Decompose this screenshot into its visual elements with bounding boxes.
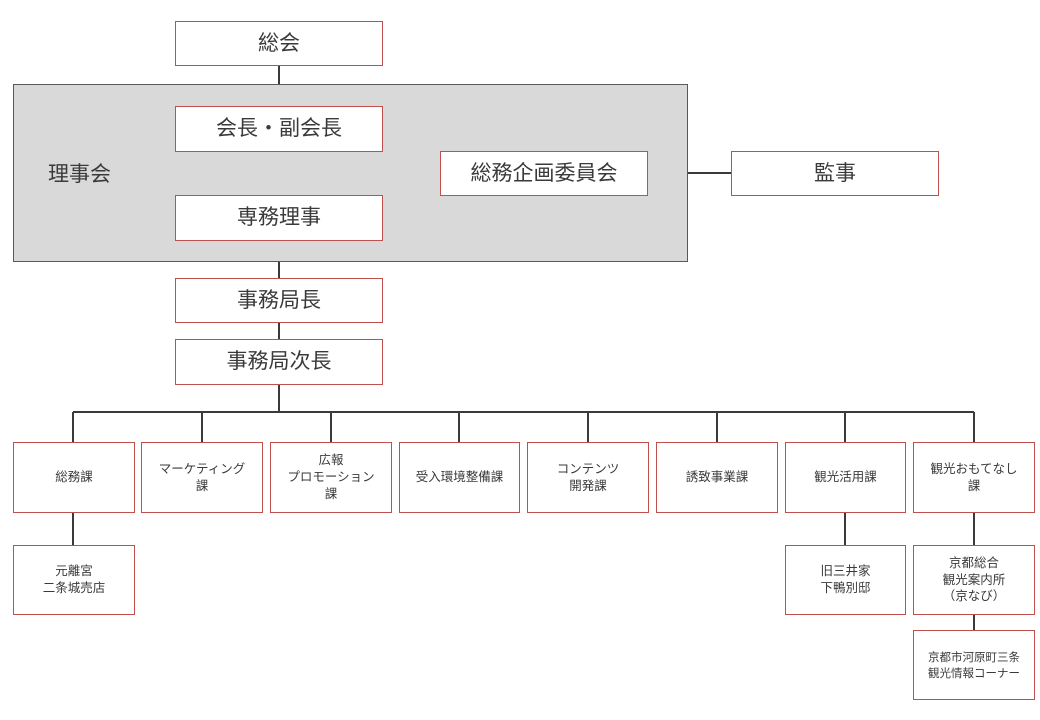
executive-director-label: 専務理事 — [237, 205, 321, 230]
contents-development-box: コンテンツ 開発課 — [527, 442, 649, 513]
hospitality-label: 観光おもてなし 課 — [930, 460, 1018, 493]
deputy-secretary-general-box: 事務局次長 — [175, 339, 383, 385]
pr-label: 広報 プロモーション 課 — [287, 452, 375, 501]
kawaramachi-corner-label: 京都市河原町三条 観光情報コーナー — [928, 649, 1020, 680]
planning-committee-box: 総務企画委員会 — [440, 151, 648, 196]
chair-box: 会長・副会長 — [175, 106, 383, 152]
nijo-castle-shop-label: 元離宮 二条城売店 — [42, 563, 106, 595]
general-affairs-box: 総務課 — [13, 442, 135, 513]
deputy-secretary-general-label: 事務局次長 — [226, 349, 332, 374]
marketing-label: マーケティング 課 — [158, 460, 246, 493]
board-of-directors-label: 理事会 — [48, 162, 111, 186]
contents-development-label: コンテンツ 開発課 — [556, 460, 620, 493]
nijo-castle-shop-box: 元離宮 二条城売店 — [13, 545, 135, 615]
secretary-general-label: 事務局長 — [237, 287, 321, 312]
invitation-label: 誘致事業課 — [685, 469, 749, 485]
reception-environment-label: 受入環境整備課 — [415, 469, 504, 485]
planning-committee-label: 総務企画委員会 — [470, 160, 618, 185]
secretary-general-box: 事務局長 — [175, 278, 383, 323]
auditor-label: 監事 — [814, 160, 856, 185]
kyonavi-box: 京都総合 観光案内所 （京なび） — [913, 545, 1035, 615]
hospitality-box: 観光おもてなし 課 — [913, 442, 1035, 513]
marketing-box: マーケティング 課 — [141, 442, 263, 513]
mitsui-villa-box: 旧三井家 下鴨別邸 — [785, 545, 906, 615]
tourism-use-box: 観光活用課 — [785, 442, 906, 513]
kawaramachi-corner-box: 京都市河原町三条 観光情報コーナー — [913, 630, 1035, 700]
general-meeting-label: 総会 — [258, 30, 300, 55]
invitation-box: 誘致事業課 — [656, 442, 778, 513]
pr-box: 広報 プロモーション 課 — [270, 442, 392, 513]
executive-director-box: 専務理事 — [175, 195, 383, 241]
auditor-box: 監事 — [731, 151, 939, 196]
kyonavi-label: 京都総合 観光案内所 （京なび） — [942, 554, 1006, 604]
general-affairs-label: 総務課 — [55, 469, 93, 485]
chair-label: 会長・副会長 — [216, 116, 342, 141]
reception-environment-box: 受入環境整備課 — [399, 442, 520, 513]
mitsui-villa-label: 旧三井家 下鴨別邸 — [820, 563, 871, 595]
tourism-use-label: 観光活用課 — [814, 469, 877, 485]
general-meeting-box: 総会 — [175, 21, 383, 66]
